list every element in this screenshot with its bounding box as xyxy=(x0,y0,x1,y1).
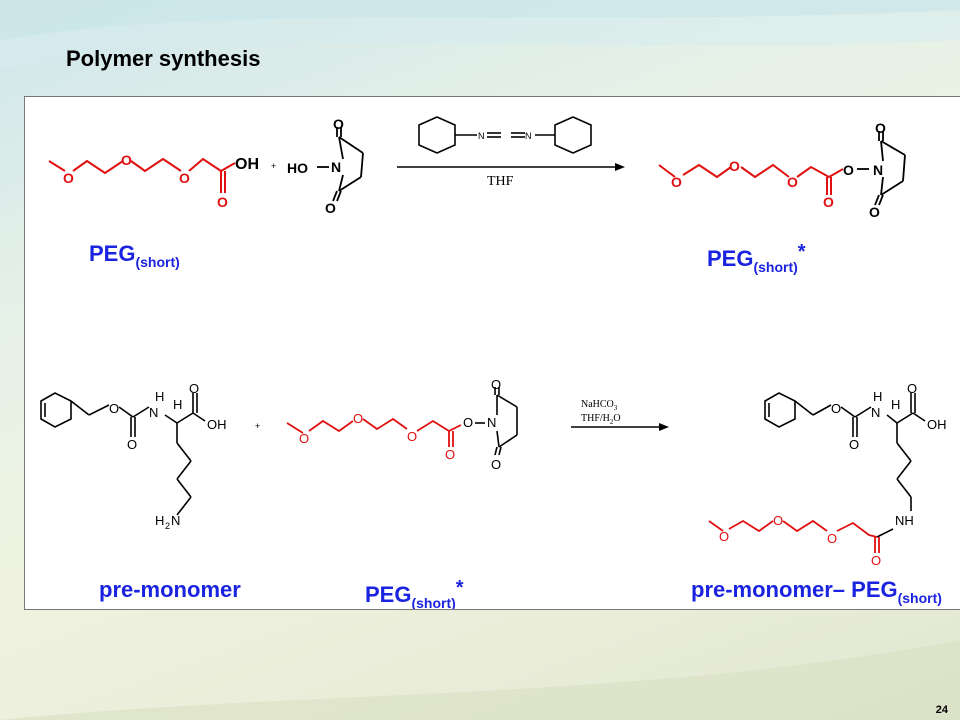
label-pre-monomer-peg: pre-monomer– PEG(short) xyxy=(691,577,942,606)
label-pre-monomer: pre-monomer xyxy=(99,577,241,602)
page-number: 24 xyxy=(935,704,948,716)
svg-text:OH: OH xyxy=(207,417,227,432)
svg-text:2: 2 xyxy=(165,521,170,531)
pre-monomer-peg-product-chain xyxy=(708,519,880,553)
svg-text:O: O xyxy=(729,158,740,174)
pre-monomer-structure xyxy=(40,392,206,516)
svg-text:O: O xyxy=(445,447,455,462)
peg-short-nhs-ester-structure-2 xyxy=(286,417,462,447)
svg-text:N: N xyxy=(873,162,883,178)
n-hydroxysuccinimide-atoms: HO N O O xyxy=(287,116,344,216)
svg-text:O: O xyxy=(787,174,798,190)
dcc-structure xyxy=(418,116,592,154)
svg-text:O: O xyxy=(463,415,473,430)
svg-text:O: O xyxy=(843,162,854,178)
svg-text:O: O xyxy=(179,170,190,186)
pre-monomer-peg-product-structure xyxy=(764,392,926,538)
pre-monomer-atoms: O O N H H O OH H 2 N xyxy=(109,381,227,531)
svg-text:N: N xyxy=(331,159,341,175)
peg-short-nhs-ring xyxy=(857,131,906,206)
svg-text:O: O xyxy=(773,513,783,528)
svg-text:O: O xyxy=(491,457,501,472)
svg-text:O: O xyxy=(121,152,132,168)
reaction-scheme-panel: O O O O OH + HO N O O N N THF xyxy=(24,96,960,610)
svg-text:O: O xyxy=(871,553,881,568)
pre-monomer-peg-product-atoms: O O N H H O OH NH O O O O xyxy=(719,381,947,568)
svg-text:O: O xyxy=(325,200,336,216)
svg-text:HO: HO xyxy=(287,160,308,176)
svg-text:N: N xyxy=(487,415,496,430)
svg-text:H: H xyxy=(155,513,164,528)
peg-short-nhs-atoms: O O O O O N O O xyxy=(671,120,886,220)
svg-text:H: H xyxy=(873,389,882,404)
reaction-scheme: O O O O OH + HO N O O N N THF xyxy=(40,116,947,568)
peg-short-nhs-atoms-2: O O O O O N O O xyxy=(299,377,501,472)
label-peg-short-activated-2: PEG(short)* xyxy=(365,577,464,610)
svg-text:O: O xyxy=(109,401,119,416)
svg-text:O: O xyxy=(491,377,501,392)
slide-title: Polymer synthesis xyxy=(66,46,261,71)
label-peg-short-activated: PEG(short)* xyxy=(707,241,806,275)
svg-text:O: O xyxy=(823,194,834,210)
n-hydroxysuccinimide-structure xyxy=(317,127,364,202)
svg-text:O: O xyxy=(719,529,729,544)
peg-short-nhs-ring-2 xyxy=(475,387,518,456)
svg-text:O: O xyxy=(127,437,137,452)
plus-sign: + xyxy=(255,421,260,431)
svg-text:N: N xyxy=(478,131,485,141)
svg-text:H: H xyxy=(891,397,900,412)
reagent-nahco3-thf-h2o: NaHCO3 THF/H2O xyxy=(581,399,621,426)
svg-text:O: O xyxy=(671,174,682,190)
plus-sign: + xyxy=(271,161,276,171)
svg-text:O: O xyxy=(827,531,837,546)
svg-text:O: O xyxy=(849,437,859,452)
svg-text:O: O xyxy=(353,411,363,426)
svg-text:N: N xyxy=(171,513,180,528)
svg-text:N: N xyxy=(149,405,158,420)
svg-text:H: H xyxy=(155,389,164,404)
reagent-thf: THF xyxy=(487,174,514,189)
svg-text:O: O xyxy=(907,381,917,396)
svg-text:H: H xyxy=(173,397,182,412)
dcc-atoms: N N xyxy=(478,131,532,141)
svg-text:O: O xyxy=(299,431,309,446)
svg-text:O: O xyxy=(869,204,880,220)
svg-text:O: O xyxy=(831,401,841,416)
label-peg-short: PEG(short) xyxy=(89,241,180,270)
svg-text:THF/H2O: THF/H2O xyxy=(581,413,621,426)
svg-text:O: O xyxy=(875,120,886,136)
svg-text:N: N xyxy=(525,131,532,141)
svg-text:NH: NH xyxy=(895,513,914,528)
reaction1-arrow xyxy=(397,163,625,171)
svg-text:O: O xyxy=(333,116,344,132)
svg-text:O: O xyxy=(63,170,74,186)
svg-text:OH: OH xyxy=(927,417,947,432)
svg-text:O: O xyxy=(189,381,199,396)
reaction2-arrow xyxy=(571,423,669,431)
peg-short-acid-atoms: O O O O OH xyxy=(63,152,259,210)
svg-text:OH: OH xyxy=(235,156,259,173)
peg-short-acid-structure xyxy=(48,157,236,193)
peg-short-nhs-ester-structure xyxy=(658,163,844,195)
svg-text:N: N xyxy=(871,405,880,420)
svg-text:O: O xyxy=(407,429,417,444)
svg-text:O: O xyxy=(217,194,228,210)
svg-text:NaHCO3: NaHCO3 xyxy=(581,399,618,412)
